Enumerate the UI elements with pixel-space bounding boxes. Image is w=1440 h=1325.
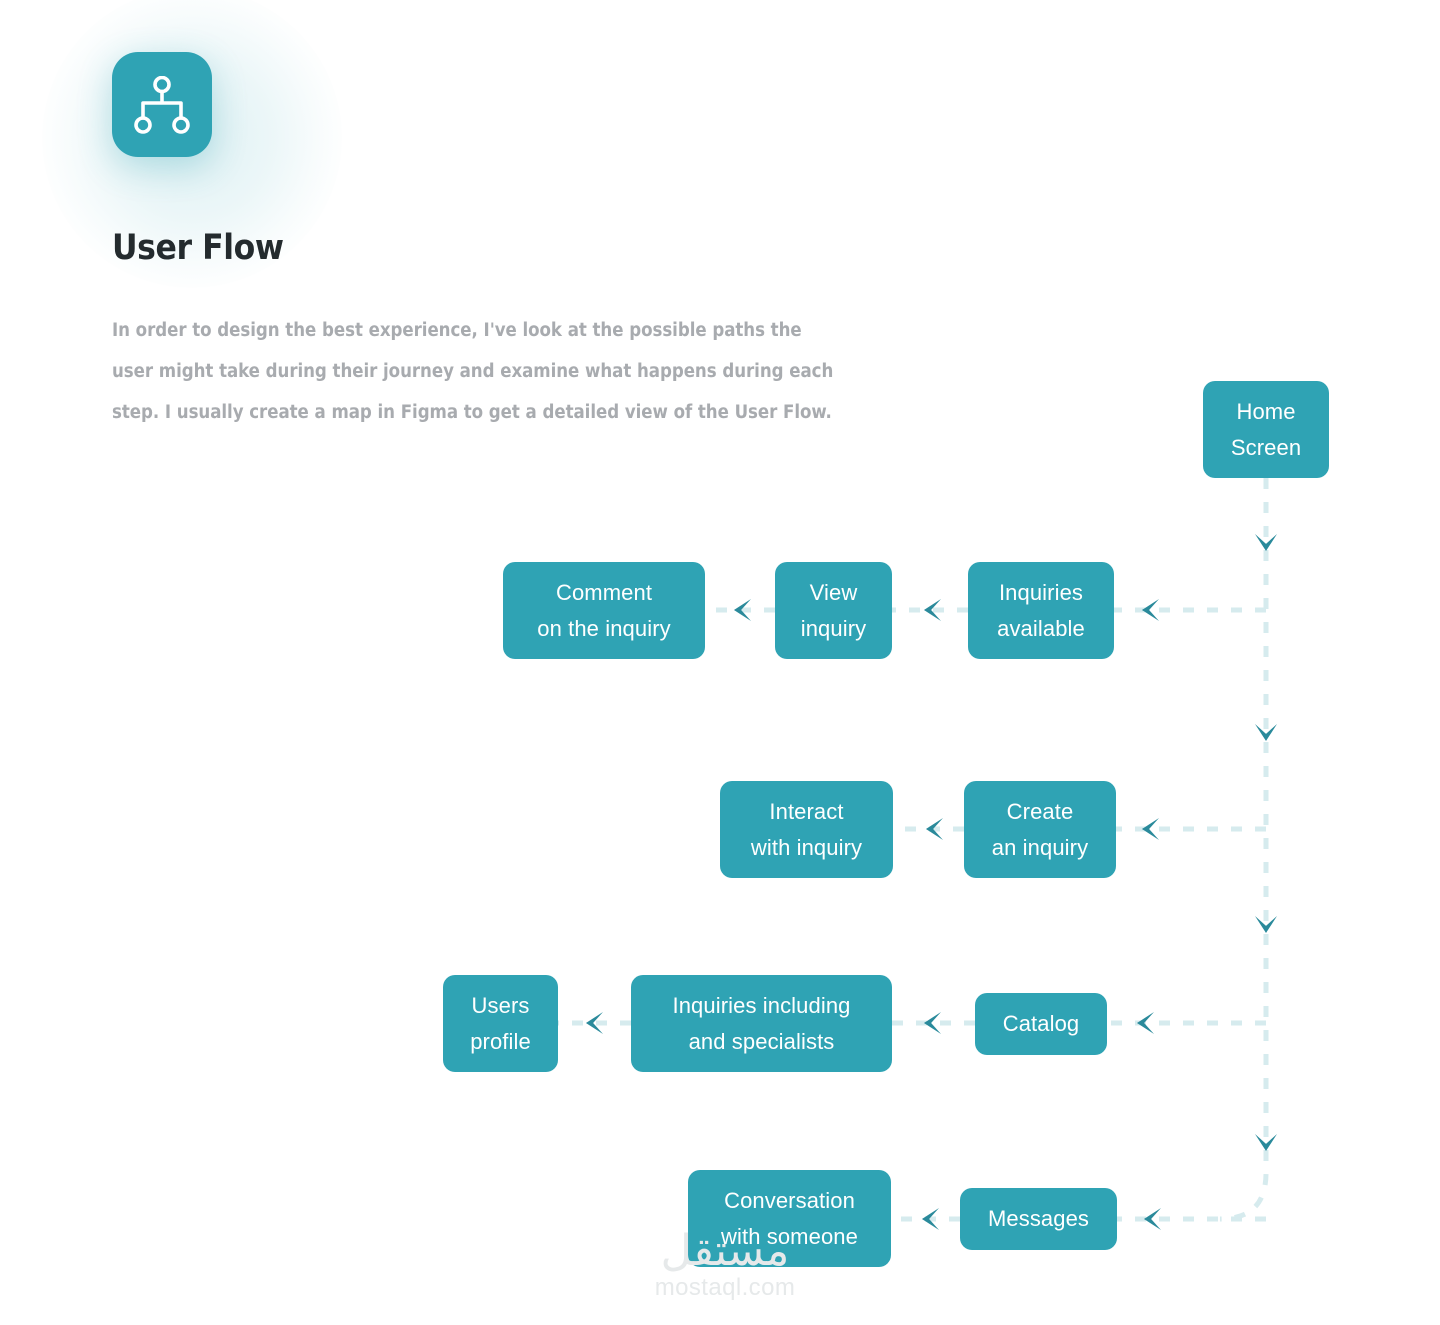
flow-node-catalog[interactable]: Catalog	[975, 993, 1107, 1055]
arrow-left-into-create-inquiry	[1141, 818, 1159, 840]
intro-paragraph: In order to design the best experience, …	[112, 320, 834, 423]
flow-node-home-screen[interactable]: Home Screen	[1203, 381, 1329, 478]
arrow-left-into-catalog	[1136, 1012, 1154, 1034]
flow-node-comment-inquiry[interactable]: Comment on the inquiry	[503, 562, 705, 659]
flow-node-label: Comment on the inquiry	[537, 579, 671, 641]
flow-node-messages[interactable]: Messages	[960, 1188, 1117, 1250]
flow-node-label: Inquiries available	[997, 579, 1085, 641]
flow-node-view-inquiry[interactable]: View inquiry	[775, 562, 892, 659]
arrow-down-to-row-1	[1255, 534, 1277, 552]
flow-node-users-profile[interactable]: Users profile	[443, 975, 558, 1072]
arrow-left-into-interact-inquiry	[925, 818, 943, 840]
flow-node-label: Interact with inquiry	[750, 798, 863, 860]
flow-node-inquiries-specialists[interactable]: Inquiries including and specialists	[631, 975, 892, 1072]
flow-node-conversation[interactable]: Conversation with someone	[688, 1170, 891, 1267]
flow-node-label: Messages	[987, 1206, 1090, 1231]
arrow-left-into-inquiries-specialists	[923, 1012, 941, 1034]
arrow-left-into-conversation	[921, 1208, 939, 1230]
flow-node-label: Conversation with someone	[721, 1187, 858, 1249]
sitemap-icon	[112, 52, 212, 157]
arrow-left-into-comment-inquiry	[733, 599, 751, 621]
arrow-down-to-row-3	[1255, 916, 1277, 934]
flow-node-label: Catalog	[1002, 1011, 1080, 1036]
flow-node-label: View inquiry	[800, 579, 867, 641]
flow-node-label: Home Screen	[1230, 398, 1302, 460]
flow-node-create-inquiry[interactable]: Create an inquiry	[964, 781, 1116, 878]
flow-node-interact-inquiry[interactable]: Interact with inquiry	[720, 781, 893, 878]
flow-node-label: Create an inquiry	[991, 798, 1089, 860]
flow-node-inquiries-available[interactable]: Inquiries available	[968, 562, 1114, 659]
arrow-left-into-view-inquiry	[923, 599, 941, 621]
flow-node-label: Users profile	[470, 992, 531, 1054]
arrow-down-to-row-4	[1255, 1134, 1277, 1152]
arrow-left-into-inquiries-available	[1141, 599, 1159, 621]
flow-node-label: Inquiries including and specialists	[672, 992, 851, 1054]
flow-trunk-line	[1219, 478, 1269, 1222]
arrow-left-into-users-profile	[585, 1012, 603, 1034]
arrow-down-to-row-2	[1255, 724, 1277, 742]
sitemap-icon-glyph	[134, 75, 190, 134]
page-title: User Flow	[112, 228, 284, 268]
arrow-left-into-messages	[1143, 1208, 1161, 1230]
